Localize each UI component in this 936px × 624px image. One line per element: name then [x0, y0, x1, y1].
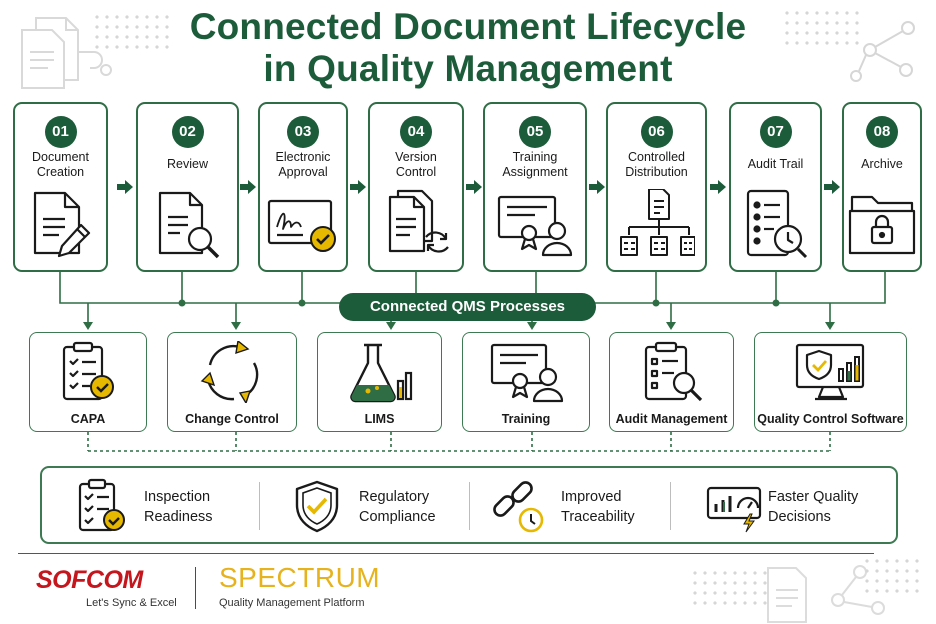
step-document-creation: 01 Document Creation	[13, 102, 108, 272]
spectrum-tagline: Quality Management Platform	[219, 597, 365, 609]
process-label: Quality Control Software	[757, 412, 904, 426]
benefit-inspection-readiness: Inspection Readiness	[74, 468, 264, 542]
benefit-divider	[469, 482, 470, 530]
flow-arrow-icon	[710, 180, 726, 194]
step-label: Archive	[861, 157, 903, 171]
title-line-2: in Quality Management	[263, 48, 673, 89]
page-title: Connected Document Lifecycle in Quality …	[0, 6, 936, 90]
step-review: 02 Review	[136, 102, 239, 272]
folder-lock-icon	[848, 195, 916, 255]
process-training: Training	[462, 332, 590, 432]
step-label: Version Control	[395, 150, 437, 179]
process-label: Audit Management	[615, 412, 728, 426]
certificate-user-icon	[497, 195, 573, 257]
benefit-label: Regulatory Compliance	[359, 489, 436, 525]
sofcom-logo: SOFCOM	[36, 566, 143, 594]
benefit-divider	[259, 482, 260, 530]
process-quality-control-software: Quality Control Software	[754, 332, 907, 432]
background-network-icon	[850, 21, 915, 82]
flow-arrow-icon	[240, 180, 256, 194]
benefit-label: Faster Quality Decisions	[768, 489, 859, 525]
step-number: 08	[866, 116, 898, 148]
chain-clock-icon	[493, 481, 544, 533]
distribution-tree-icon	[619, 189, 695, 256]
process-change-control: Change Control	[167, 332, 297, 432]
benefit-label: Inspection Readiness	[144, 489, 213, 525]
flask-chart-icon	[349, 343, 412, 403]
benefit-label: Improved Traceability	[561, 489, 635, 525]
process-audit-management: Audit Management	[609, 332, 734, 432]
spectrum-logo: SPECTRUM	[219, 562, 381, 593]
step-archive: 08 Archive	[842, 102, 922, 272]
process-label: CAPA	[70, 412, 106, 426]
benefits-panel: Inspection Readiness Regulatory Complian…	[40, 466, 898, 544]
signature-check-icon	[267, 199, 336, 252]
step-number: 02	[171, 116, 204, 148]
sofcom-tagline: Let's Sync & Excel	[86, 597, 177, 609]
background-dots	[862, 556, 922, 596]
process-lims: LIMS	[317, 332, 442, 432]
step-number: 06	[640, 116, 673, 148]
document-sync-icon	[388, 189, 449, 253]
process-capa: CAPA	[29, 332, 147, 432]
step-number: 04	[400, 116, 432, 148]
monitor-shield-icon	[795, 343, 864, 401]
process-label: LIMS	[364, 412, 395, 426]
step-training-assignment: 05 Training Assignment	[483, 102, 587, 272]
step-number: 01	[44, 116, 77, 148]
step-label: Controlled Distribution	[625, 150, 688, 179]
cycle-arrows-icon	[200, 341, 259, 403]
benefit-improved-traceability: Improved Traceability	[491, 468, 681, 542]
flow-arrow-icon	[466, 180, 482, 194]
hub-label: Connected QMS Processes	[339, 293, 596, 321]
step-version-control: 04 Version Control	[368, 102, 464, 272]
process-label: Change Control	[185, 412, 279, 426]
dashboard-bolt-icon	[706, 486, 762, 533]
step-audit-trail: 07 Audit Trail	[729, 102, 822, 272]
step-electronic-approval: 03 Electronic Approval	[258, 102, 348, 272]
flow-arrow-icon	[117, 180, 133, 194]
background-documents-icon	[21, 17, 112, 89]
benefit-regulatory-compliance: Regulatory Compliance	[289, 468, 479, 542]
flow-arrow-icon	[589, 180, 605, 194]
step-label: Review	[167, 157, 208, 171]
process-label: Training	[501, 412, 551, 426]
step-number: 05	[519, 116, 551, 148]
clipboard-check-icon	[78, 478, 125, 532]
document-magnifier-icon	[158, 191, 219, 259]
step-label: Audit Trail	[747, 157, 804, 171]
background-dots	[690, 568, 770, 608]
title-line-1: Connected Document Lifecycle	[189, 6, 747, 47]
step-number: 03	[287, 116, 319, 148]
step-label: Document Creation	[32, 150, 89, 179]
clipboard-check-icon	[62, 341, 114, 401]
flow-arrow-icon	[824, 180, 840, 194]
footer-divider	[18, 553, 874, 555]
step-number: 07	[759, 116, 792, 148]
background-dots	[92, 12, 172, 52]
document-pen-icon	[33, 191, 90, 258]
benefit-divider	[670, 482, 671, 530]
shield-check-icon	[295, 480, 339, 533]
checklist-clock-icon	[746, 189, 807, 259]
flow-arrow-icon	[350, 180, 366, 194]
clipboard-magnifier-icon	[644, 341, 702, 402]
background-dots	[782, 8, 862, 48]
certificate-user-icon	[490, 343, 564, 403]
step-label: Training Assignment	[502, 150, 568, 179]
step-label: Electronic Approval	[275, 150, 331, 179]
benefit-faster-quality-decisions: Faster Quality Decisions	[698, 468, 894, 542]
logo-divider	[195, 567, 197, 609]
step-controlled-distribution: 06 Controlled Distribution	[606, 102, 707, 272]
